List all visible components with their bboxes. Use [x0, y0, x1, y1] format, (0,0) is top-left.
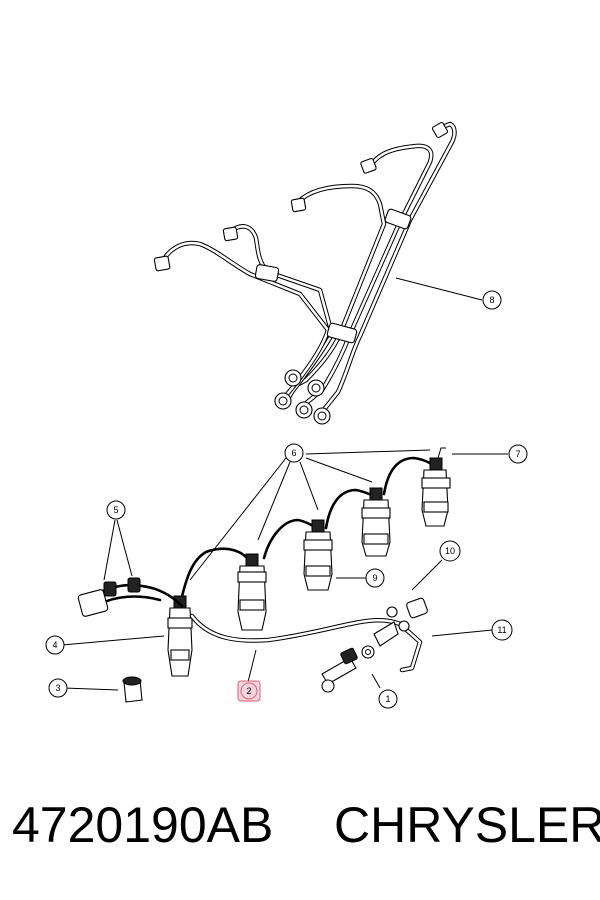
injector-d [421, 447, 451, 527]
wiring-harness [77, 577, 184, 617]
injector-a [237, 553, 267, 631]
part-number: 4720190AB [12, 797, 274, 853]
plug-cap [122, 676, 143, 703]
callout-10[interactable]: 10 [439, 540, 461, 562]
callout-9[interactable]: 9 [365, 568, 385, 588]
fuel-return-line [189, 613, 423, 673]
callout-8[interactable]: 8 [482, 290, 502, 310]
injector-4 [167, 595, 193, 677]
brand-name: CHRYSLER [334, 797, 600, 853]
callout-6[interactable]: 6 [284, 443, 304, 463]
callout-6-label: 6 [291, 448, 296, 458]
callout-5-label: 5 [113, 505, 118, 515]
caption-bar: 4720190AB CHRYSLER [0, 786, 600, 876]
fuel-injection-line-bundle [153, 121, 457, 425]
callout-9-label: 9 [372, 573, 377, 583]
injector-c [361, 487, 391, 557]
parts-diagram: 1 2 3 4 5 6 7 8 9 10 11 [45, 121, 528, 709]
callout-10-label: 10 [445, 546, 455, 556]
callout-8-label: 8 [489, 295, 494, 305]
pump-fitting-assembly [321, 597, 428, 693]
callout-3-label: 3 [55, 683, 60, 693]
callout-7-label: 7 [515, 449, 520, 459]
callout-11-label: 11 [497, 625, 506, 635]
callout-4[interactable]: 4 [45, 635, 65, 655]
callout-3[interactable]: 3 [48, 678, 68, 698]
leader-lines [61, 277, 508, 691]
callout-1-label: 1 [385, 694, 390, 704]
callout-5[interactable]: 5 [106, 500, 126, 520]
callout-2[interactable]: 2 [237, 680, 261, 702]
callout-7[interactable]: 7 [508, 444, 528, 464]
injector-b [303, 519, 333, 591]
callout-2-label: 2 [246, 686, 251, 696]
callout-4-label: 4 [52, 640, 57, 650]
callout-1[interactable]: 1 [378, 689, 398, 709]
callout-11[interactable]: 11 [491, 619, 513, 641]
